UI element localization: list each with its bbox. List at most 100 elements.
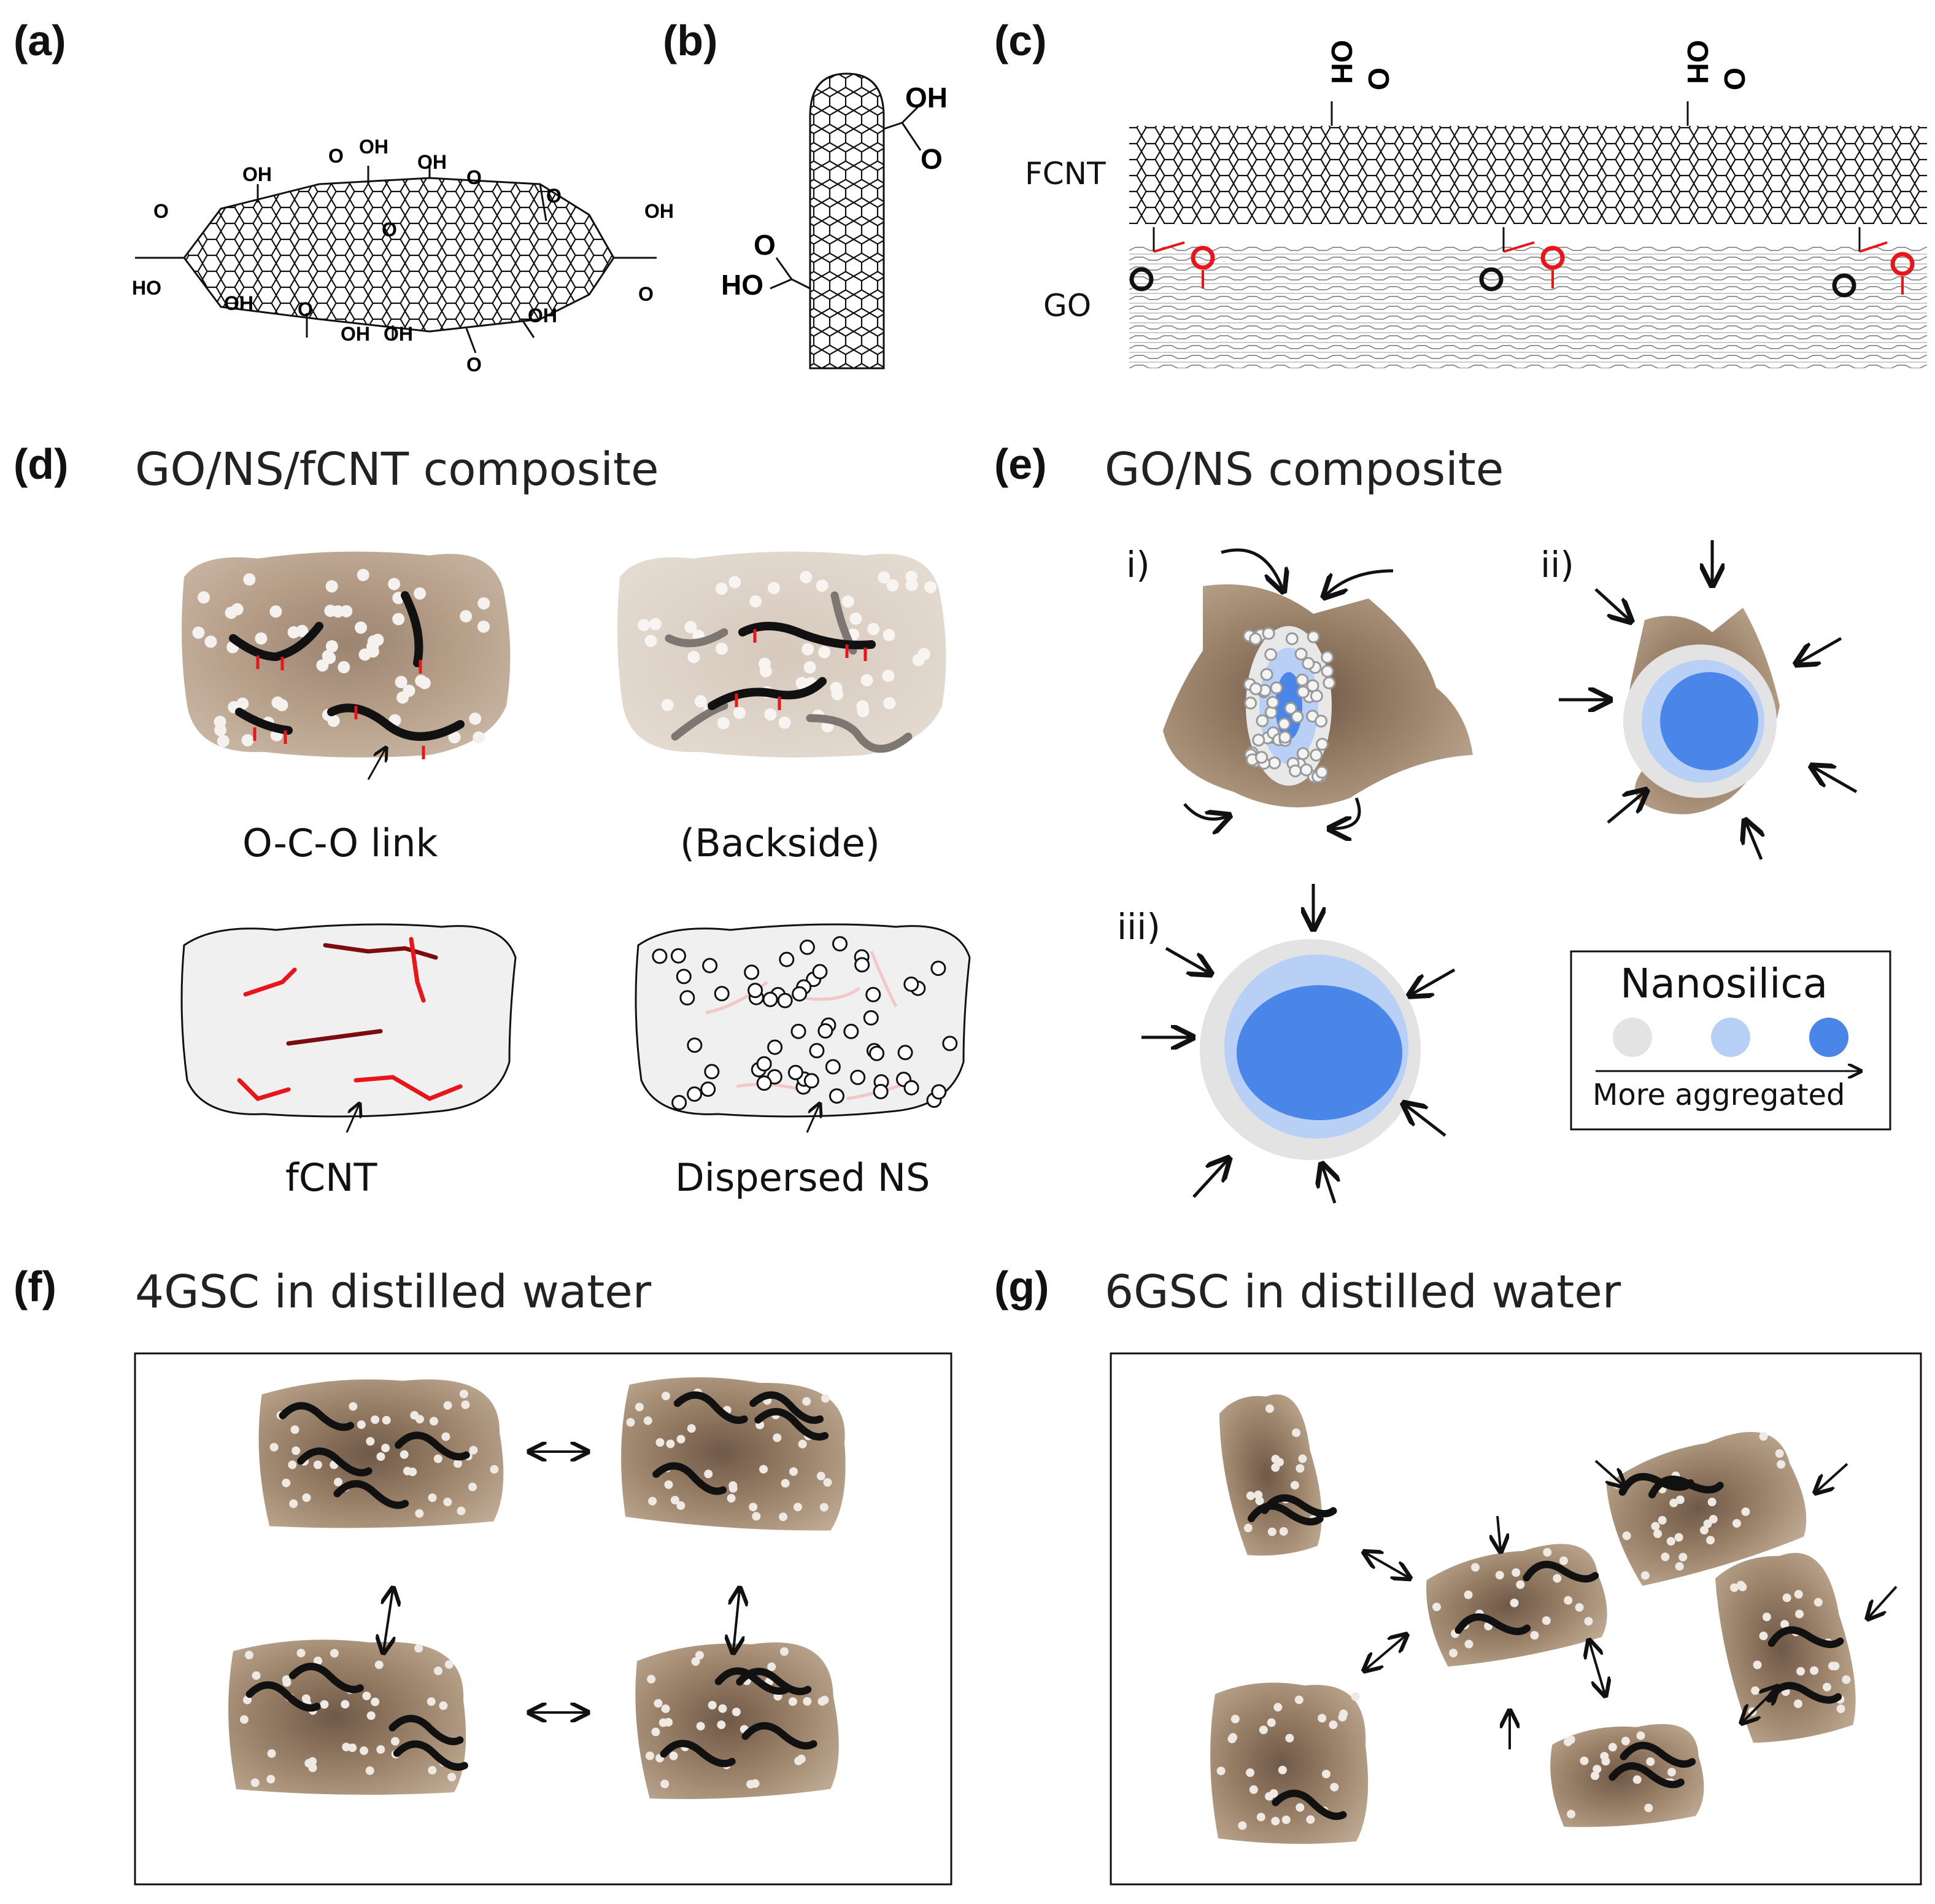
nanosilica-dot	[883, 629, 895, 641]
nanosilica-dot	[444, 1660, 454, 1669]
fcnt-strands-front	[229, 591, 465, 741]
nanosilica-dot	[325, 580, 338, 593]
nanosilica-dot	[671, 1094, 687, 1110]
nanosilica-dot	[287, 626, 300, 639]
fcnt-strand	[754, 1407, 829, 1441]
nanosilica-dot	[1351, 1692, 1360, 1701]
nanosilica-dot	[214, 724, 227, 737]
nanosilica-dot	[1636, 1731, 1645, 1740]
nanosilica-dot	[733, 706, 746, 719]
nanosilica-dot	[1281, 1815, 1291, 1824]
nanosilica-dot	[1699, 1525, 1709, 1534]
oco-link-label: O-C-O link	[242, 821, 438, 865]
nanosilica-dot	[1249, 682, 1262, 695]
nanosilica-dot	[443, 1401, 452, 1410]
nanosilica-dot	[429, 1417, 438, 1426]
panel-b: (b) OH O O HO	[663, 17, 948, 370]
nanosilica-dot	[800, 571, 813, 584]
a-hydroxyl-4: OH	[224, 292, 253, 314]
nanosilica-dot	[756, 1056, 772, 1072]
a-epoxide-o-5: O	[466, 354, 482, 376]
nanosilica-dot	[789, 1467, 798, 1476]
nanosilica-dot	[1543, 1548, 1552, 1557]
nanosilica-dot	[1709, 1515, 1718, 1524]
nanosilica-dot	[244, 1651, 253, 1660]
nanosilica-dot	[756, 1075, 772, 1091]
nanosilica-dot	[1640, 1571, 1650, 1580]
nanosilica-dot	[266, 1774, 276, 1784]
nanosilica-dot	[1238, 1821, 1247, 1830]
nanosilica-dot	[1249, 632, 1262, 646]
fcnt-strand	[741, 1722, 817, 1750]
fcnt-strand	[279, 1402, 355, 1431]
nanosilica-dot	[854, 957, 870, 973]
nanosilica-dot	[1707, 1498, 1717, 1507]
nanosilica-dot	[684, 621, 697, 633]
nanosilica-dot	[1675, 1562, 1684, 1571]
nanosilica-dot	[1796, 1666, 1806, 1676]
a-hydroxyl-2: OH	[359, 136, 388, 158]
nanosilica-dot	[1268, 756, 1281, 770]
nanosilica-dot	[414, 587, 427, 600]
nanosilica-dot	[850, 1069, 866, 1085]
stage-iii-arrows	[1141, 884, 1456, 1204]
nanosilica-dot	[427, 1697, 436, 1706]
nanosilica-dot	[1669, 1498, 1678, 1507]
nanosilica-dot	[250, 1778, 260, 1787]
nanosilica-dot	[841, 595, 854, 608]
nanosilica-dot	[1292, 1428, 1301, 1438]
nanosilica-dot	[1464, 1590, 1473, 1600]
nanosilica-dot	[917, 648, 930, 660]
nanosilica-dot	[648, 1496, 657, 1506]
b-carbonyl-o-top: O	[921, 143, 943, 175]
go-sheet	[1550, 1724, 1704, 1827]
nanosilica-dot	[292, 1446, 301, 1455]
nanosilica-dot	[717, 1720, 726, 1729]
oco-link-3	[1832, 227, 1915, 298]
panel-a: (a) O HO OH O OH OH O O O OH O OH OH O O…	[14, 17, 674, 376]
nanosilica-dot	[773, 1433, 782, 1442]
nanosilica-dot	[1315, 765, 1329, 779]
nanosilica-dot	[1512, 1568, 1521, 1577]
fcnt-strand	[714, 1667, 790, 1695]
stage-i-arrows	[1183, 548, 1394, 829]
backside-label: (Backside)	[680, 821, 880, 865]
nanosilica-dot	[1510, 1598, 1519, 1608]
nanosilica-dot	[1621, 1736, 1630, 1746]
nanosilica-dot	[1495, 1571, 1504, 1580]
fcnt-strand	[1454, 1613, 1531, 1635]
fcnt-strand	[1247, 1502, 1324, 1526]
nanosilica-dot	[1464, 1639, 1473, 1649]
nanosilica-dot	[661, 699, 674, 711]
nanosilica-dot	[271, 696, 284, 709]
nanosilica-dot	[1516, 1580, 1525, 1589]
nanosilica-dot	[239, 1715, 249, 1724]
go-sheet	[258, 1379, 504, 1528]
nanosilica-dot	[269, 1442, 279, 1452]
nanosilica-dot	[403, 684, 415, 697]
nanosilica-dot	[428, 1766, 437, 1775]
panel-g: (g) 6GSC in distilled water	[994, 1263, 1922, 1886]
nanosilica-dot	[308, 1763, 317, 1773]
nanosilica-dot	[1644, 1803, 1653, 1813]
panel-d-letter: (d)	[14, 440, 68, 488]
fcnt-strands-back-front	[708, 622, 876, 710]
nanosilica-dot	[809, 1043, 825, 1059]
nanosilica-dot	[670, 948, 686, 964]
fcnt-strand	[1620, 1741, 1696, 1768]
stage-iii-label: iii)	[1117, 906, 1161, 948]
nanosilica-dot	[767, 582, 780, 595]
nanosilica-dot	[231, 603, 244, 616]
nanosilica-dot	[301, 1694, 311, 1703]
nanosilica-dot	[931, 1084, 947, 1100]
nanosilica-dot	[886, 579, 899, 592]
nanosilica-dot	[924, 581, 937, 594]
nanosilica-dot	[646, 1751, 655, 1760]
nanosilica-dot	[1666, 1537, 1675, 1546]
nanosilica-dot	[1278, 730, 1292, 744]
nanosilica-dot	[1279, 1527, 1288, 1536]
go-sheet	[1426, 1544, 1607, 1667]
nanosilica-dot	[1323, 676, 1336, 690]
nanosilica-dot	[670, 1496, 679, 1505]
c-o-1: O	[1362, 68, 1394, 90]
